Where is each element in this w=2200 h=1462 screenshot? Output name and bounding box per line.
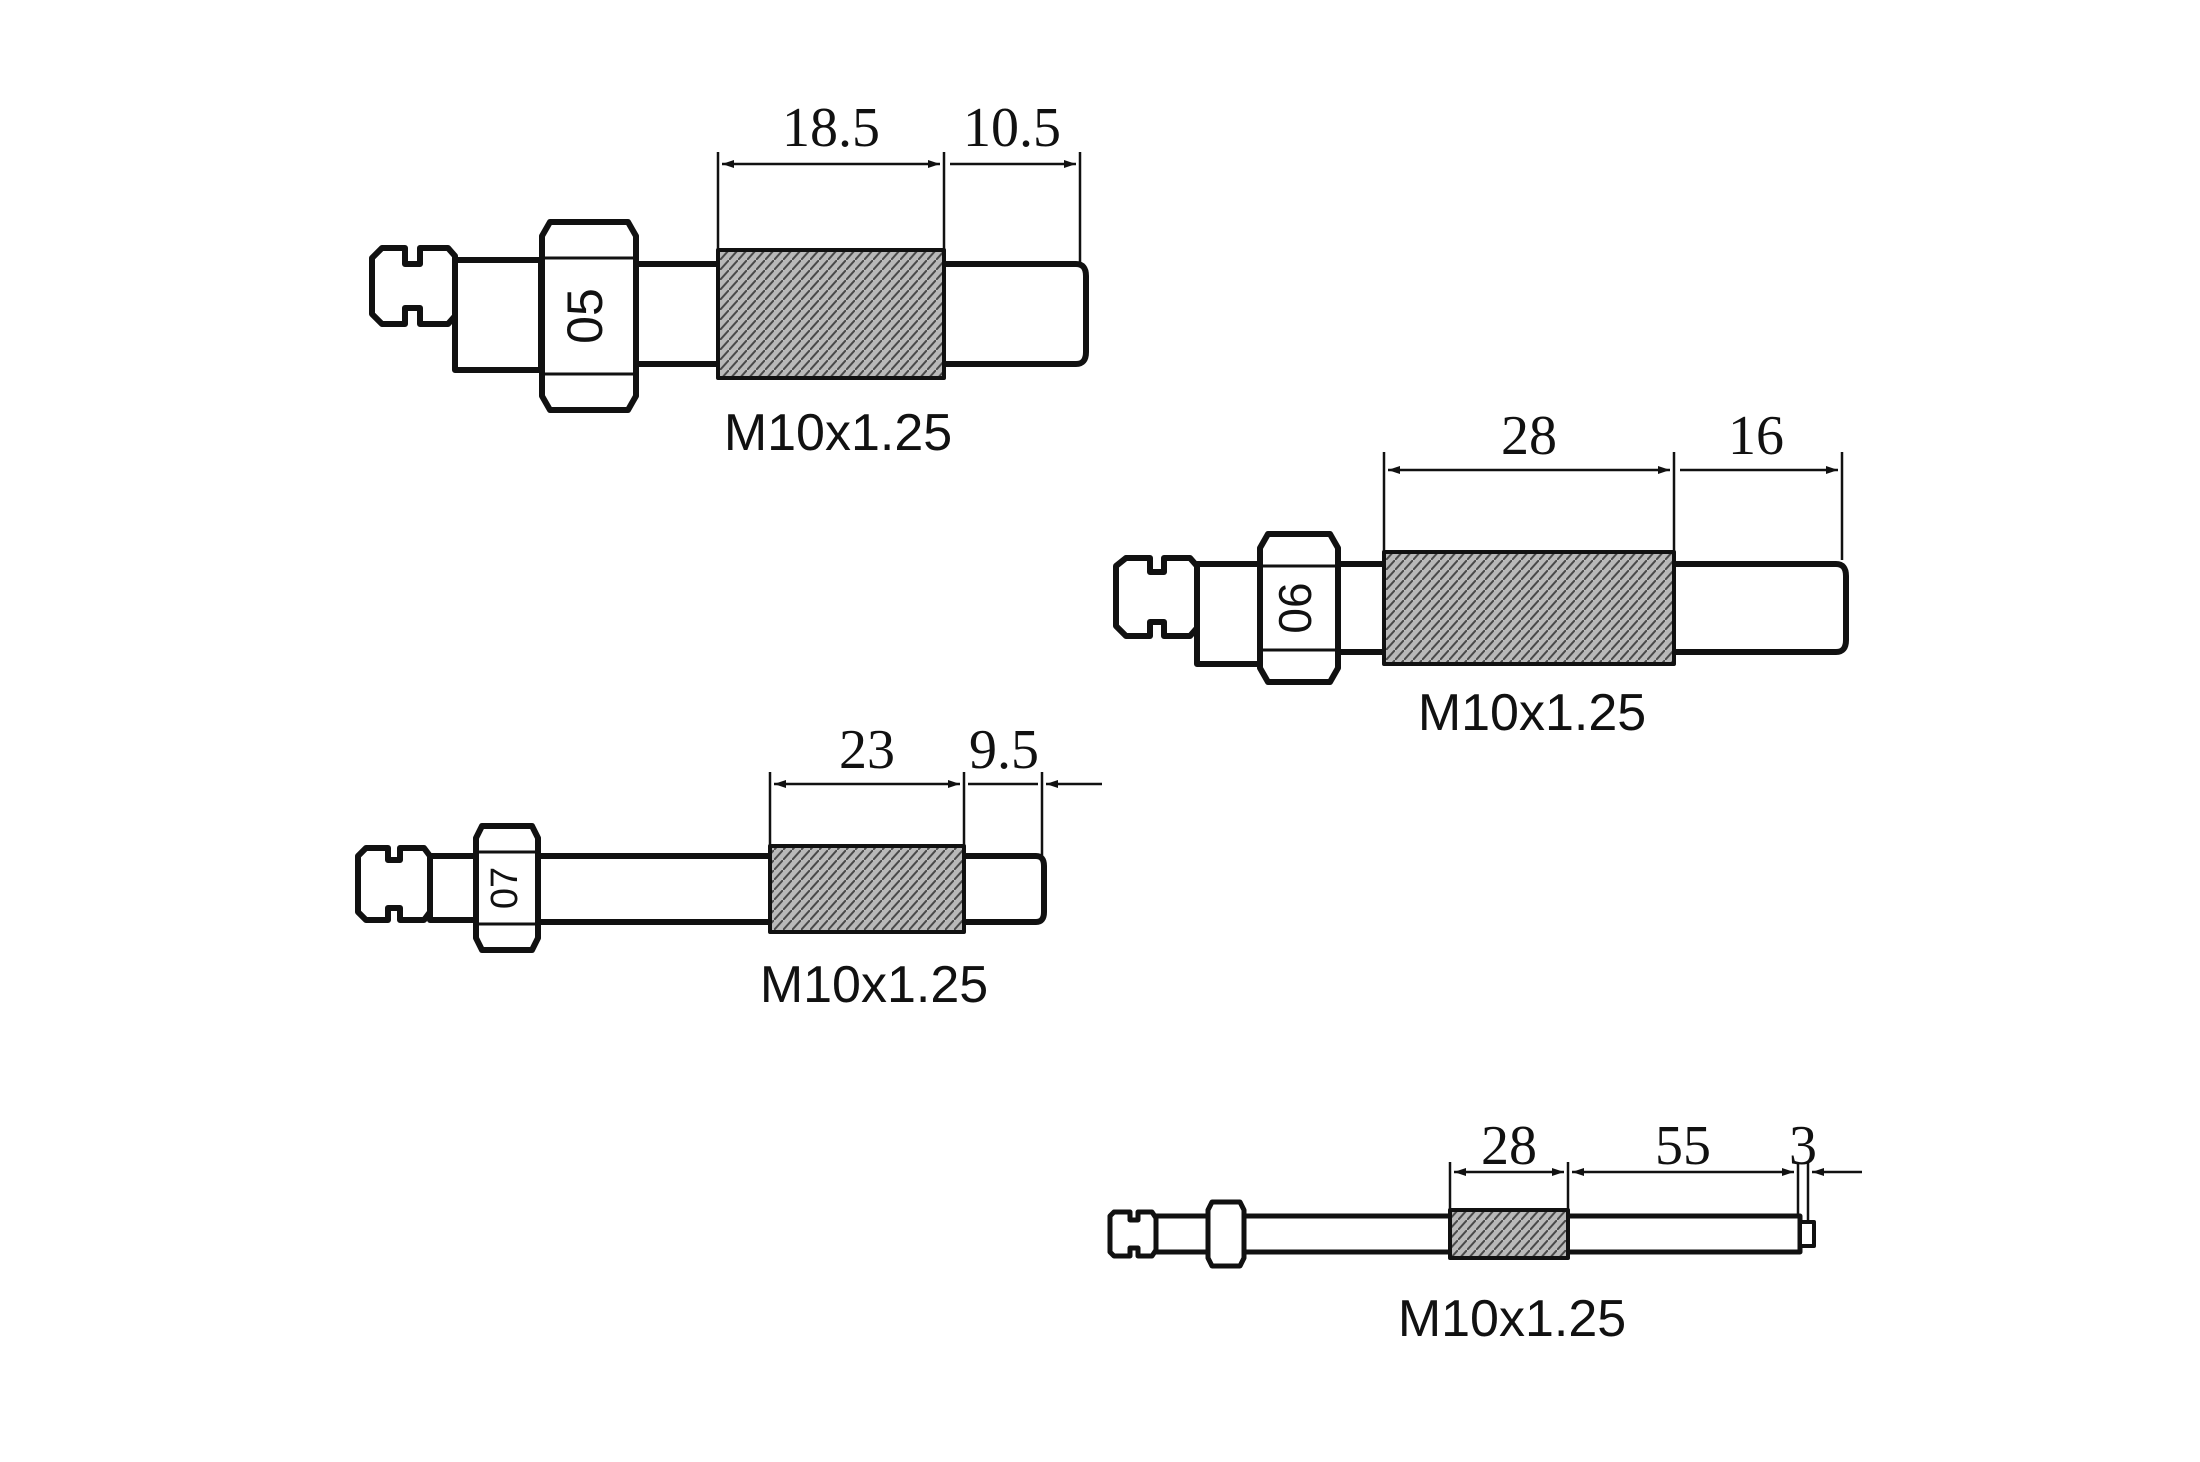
hex-nut — [539, 219, 639, 413]
part-05 — [369, 152, 1089, 413]
thread-spec-label: M10x1.25 — [724, 404, 952, 462]
dimension-label: 9.5 — [969, 719, 1039, 781]
thread-spec-label: M10x1.25 — [1398, 1290, 1626, 1348]
part-08 — [1107, 1162, 1862, 1269]
thread-section — [1382, 550, 1676, 666]
coupling-head — [1107, 1209, 1159, 1259]
nut-label: 06 — [1269, 582, 1321, 633]
dimension-label: 23 — [839, 719, 895, 781]
nut-label: 05 — [557, 288, 613, 344]
part-06 — [1113, 452, 1849, 685]
hex-nut — [1257, 531, 1341, 685]
coupling-head — [355, 845, 433, 923]
hex-nut — [473, 823, 541, 953]
dimension-lines — [1382, 452, 1844, 560]
coupling-head — [1113, 555, 1200, 639]
thread-section — [1448, 1208, 1570, 1260]
thread-spec-label: M10x1.25 — [1418, 684, 1646, 742]
dimension-label: 3 — [1789, 1115, 1817, 1177]
dimension-lines — [768, 772, 1102, 856]
thread-spec-label: M10x1.25 — [760, 956, 988, 1014]
shaft-tip — [1798, 1220, 1816, 1248]
dimension-lines — [1448, 1162, 1862, 1222]
dimension-label: 10.5 — [963, 97, 1061, 159]
hex-nut — [1205, 1199, 1247, 1269]
thread-section — [768, 844, 966, 934]
part-07 — [355, 772, 1102, 953]
dimension-label: 28 — [1501, 405, 1557, 467]
dimension-lines — [716, 152, 1082, 262]
dimension-label: 55 — [1655, 1115, 1711, 1177]
nut-label: 07 — [484, 867, 526, 909]
thread-section — [716, 248, 946, 380]
coupling-head — [369, 245, 458, 327]
dimension-label: 16 — [1728, 405, 1784, 467]
dimension-label: 18.5 — [782, 97, 880, 159]
dimension-label: 28 — [1481, 1115, 1537, 1177]
